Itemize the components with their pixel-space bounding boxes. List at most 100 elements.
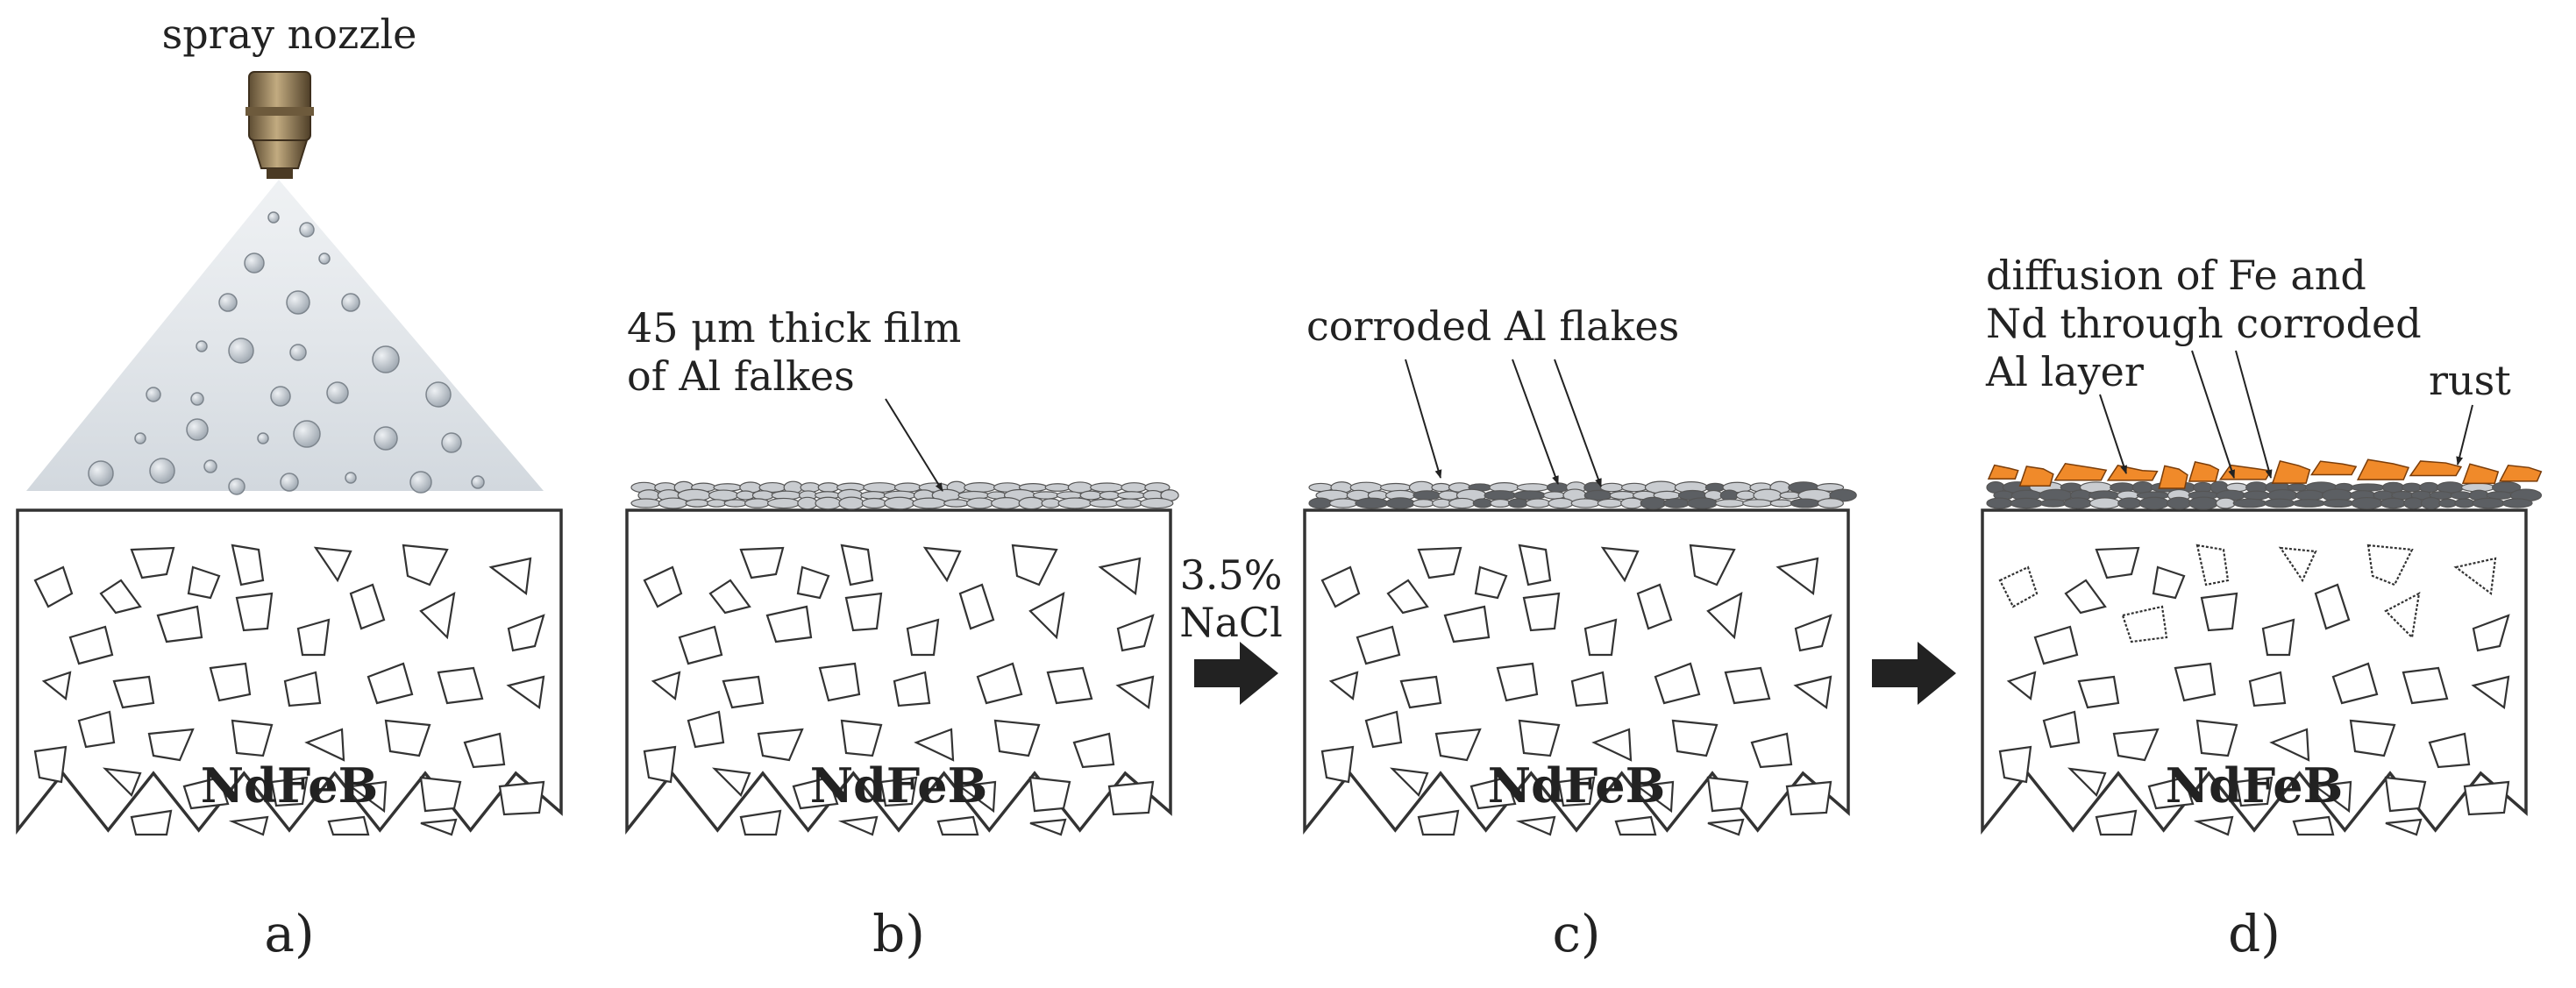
droplet bbox=[196, 340, 208, 352]
grain bbox=[651, 671, 681, 701]
corroded-pointer-1 bbox=[1405, 359, 1442, 479]
rust-chunk bbox=[2356, 458, 2410, 480]
al-flake-film-d bbox=[1986, 480, 2543, 510]
grain bbox=[1689, 544, 1736, 586]
grain bbox=[976, 662, 1023, 705]
al-flake bbox=[2063, 497, 2093, 509]
al-flake bbox=[1829, 488, 1857, 502]
grain bbox=[2042, 710, 2081, 749]
al-flake bbox=[1115, 498, 1143, 508]
magnet-block-c bbox=[1303, 508, 1850, 836]
grain bbox=[1320, 745, 1355, 784]
grains bbox=[1998, 544, 2510, 836]
grain bbox=[296, 618, 331, 657]
al-flake-film-b bbox=[630, 480, 1179, 510]
grain bbox=[2121, 605, 2168, 643]
droplet bbox=[190, 392, 204, 406]
grain bbox=[304, 728, 345, 762]
al-flake bbox=[991, 497, 1021, 509]
grain bbox=[1706, 776, 1749, 813]
al-flake bbox=[861, 497, 887, 509]
droplet bbox=[345, 472, 357, 484]
grain bbox=[2261, 618, 2295, 657]
al-flake bbox=[2232, 498, 2267, 508]
spray-nozzle-icon bbox=[246, 71, 314, 179]
rust-chunk bbox=[2053, 462, 2108, 481]
droplet bbox=[203, 459, 217, 473]
grain bbox=[366, 662, 414, 705]
al-flake bbox=[1769, 499, 1794, 508]
al-flake bbox=[797, 496, 818, 510]
al-flake bbox=[1432, 498, 1452, 508]
al-flake bbox=[2242, 490, 2271, 501]
process-step-line1: 3.5% bbox=[1180, 551, 1283, 599]
droplet bbox=[280, 473, 299, 492]
grain bbox=[112, 675, 155, 709]
grain bbox=[1417, 546, 1462, 579]
rust-chunk bbox=[2218, 464, 2273, 480]
grain bbox=[2472, 614, 2510, 652]
grain bbox=[77, 710, 116, 749]
grain bbox=[2463, 780, 2510, 816]
droplet bbox=[146, 387, 161, 402]
grain bbox=[1115, 675, 1155, 709]
grain bbox=[1522, 592, 1561, 632]
droplet bbox=[289, 344, 307, 361]
grain bbox=[313, 546, 352, 583]
grain bbox=[765, 605, 813, 643]
grain bbox=[463, 732, 506, 769]
material-label-d: NdFeB bbox=[2166, 757, 2344, 814]
grain bbox=[2402, 666, 2449, 705]
grain bbox=[2235, 776, 2274, 807]
material-label-b: NdFeB bbox=[810, 757, 988, 814]
al-flake bbox=[893, 482, 922, 493]
al-flake bbox=[2039, 499, 2067, 508]
grains bbox=[643, 544, 1155, 836]
grain bbox=[1750, 732, 1793, 769]
al-flake bbox=[1057, 497, 1092, 509]
grain bbox=[722, 675, 765, 709]
al-flake bbox=[2380, 497, 2407, 509]
droplet bbox=[341, 293, 360, 312]
grain bbox=[879, 776, 918, 807]
grain bbox=[102, 767, 142, 797]
droplet bbox=[218, 293, 238, 312]
rust-chunk bbox=[2158, 465, 2188, 489]
al-flake bbox=[630, 498, 661, 508]
film-label-line1: 45 μm thick film bbox=[627, 304, 961, 352]
droplet bbox=[293, 420, 321, 448]
droplet bbox=[149, 458, 175, 484]
al-flake bbox=[817, 482, 840, 493]
grain bbox=[2200, 592, 2238, 632]
grain bbox=[2064, 579, 2107, 615]
panel-label-a: a) bbox=[264, 904, 314, 963]
droplet bbox=[257, 432, 269, 444]
al-flake bbox=[1472, 498, 1493, 508]
grain bbox=[130, 809, 173, 836]
process-arrow-1 bbox=[1194, 642, 1278, 705]
grain bbox=[349, 583, 386, 630]
grain bbox=[1724, 666, 1771, 705]
grain bbox=[2349, 719, 2396, 757]
grain bbox=[1794, 614, 1832, 652]
al-flake bbox=[1355, 497, 1389, 509]
grain bbox=[792, 776, 839, 810]
grain bbox=[420, 818, 458, 836]
rust-chunk bbox=[2018, 466, 2054, 487]
al-flake bbox=[1099, 490, 1121, 501]
grain bbox=[2174, 662, 2217, 702]
al-flake bbox=[1090, 482, 1124, 493]
grain bbox=[1098, 557, 1142, 596]
rust-chunk bbox=[2309, 460, 2358, 476]
grain bbox=[957, 780, 997, 814]
grain bbox=[2384, 592, 2421, 640]
al-flake bbox=[2403, 497, 2424, 509]
grain bbox=[1046, 666, 1093, 705]
al-flake bbox=[2010, 497, 2044, 509]
grain bbox=[840, 719, 883, 757]
al-flake bbox=[964, 481, 997, 494]
grain bbox=[2195, 544, 2230, 586]
grain bbox=[2248, 671, 2287, 707]
al-flake bbox=[815, 496, 842, 510]
al-flake bbox=[1640, 496, 1667, 510]
